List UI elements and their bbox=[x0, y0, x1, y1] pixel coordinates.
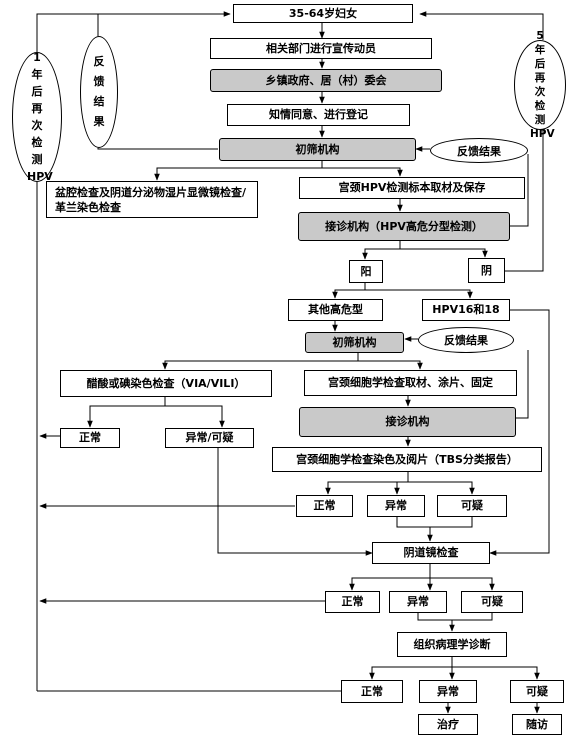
other-high-risk-box: 其他高危型 bbox=[288, 299, 383, 321]
negative-box: 阴 bbox=[468, 258, 505, 283]
colposcopy-normal-box: 正常 bbox=[325, 591, 380, 613]
positive-box: 阳 bbox=[349, 260, 383, 283]
referral-hpv-box: 接诊机构（HPV高危分型检测） bbox=[298, 212, 510, 241]
primary-screening-box-2: 初筛机构 bbox=[305, 332, 404, 353]
pathology-suspicious-box: 可疑 bbox=[510, 680, 564, 703]
colposcopy-box: 阴道镜检查 bbox=[372, 542, 490, 564]
one-year-retest-oval: 1 年 后 再 次 检 测 HPV bbox=[12, 51, 62, 183]
treatment-box: 治疗 bbox=[418, 714, 478, 735]
colposcopy-abnormal-box: 异常 bbox=[389, 591, 447, 613]
via-normal-box: 正常 bbox=[60, 428, 120, 448]
five-year-retest-oval: 5 年 后 再 次 检 测 HPV bbox=[514, 30, 566, 140]
feedback-left-label: 反 馈 结 果 bbox=[93, 55, 105, 128]
pathology-normal-box: 正常 bbox=[341, 680, 403, 703]
gynecologic-exam-box: 盆腔检查及阴道分泌物湿片显微镜检查/革兰染色检查 bbox=[46, 181, 258, 218]
primary-screening-box-1: 初筛机构 bbox=[219, 138, 416, 161]
publicity-box: 相关部门进行宣传动员 bbox=[210, 38, 432, 59]
feedback-oval-2: 反馈结果 bbox=[418, 327, 514, 353]
hpv16-18-box: HPV16和18 bbox=[422, 299, 510, 321]
pathology-box: 组织病理学诊断 bbox=[397, 632, 507, 657]
township-box: 乡镇政府、居（村）委会 bbox=[210, 69, 442, 92]
cytology-suspicious-box: 可疑 bbox=[437, 495, 507, 517]
feedback-oval-1: 反馈结果 bbox=[430, 138, 528, 163]
cytology-report-box: 宫颈细胞学检查染色及阅片（TBS分类报告） bbox=[272, 447, 542, 472]
one-year-retest-label: 1 年 后 再 次 检 测 HPV bbox=[27, 51, 53, 183]
five-year-retest-label: 5 年 后 再 次 检 测 HPV bbox=[530, 30, 555, 140]
consent-box: 知情同意、进行登记 bbox=[227, 104, 410, 126]
cytology-sample-box: 宫颈细胞学检查取材、涂片、固定 bbox=[304, 370, 517, 396]
target-women-box: 35-64岁妇女 bbox=[233, 4, 413, 23]
hpv-sample-box: 宫颈HPV检测标本取材及保存 bbox=[299, 177, 525, 199]
cytology-normal-box: 正常 bbox=[296, 495, 353, 517]
cytology-abnormal-box: 异常 bbox=[367, 495, 425, 517]
pathology-abnormal-box: 异常 bbox=[419, 680, 477, 703]
referral-box-2: 接诊机构 bbox=[299, 407, 516, 437]
follow-up-box: 随访 bbox=[512, 714, 562, 735]
via-vili-box: 醋酸或碘染色检查（VIA/VILI） bbox=[60, 370, 272, 397]
feedback-oval-left: 反 馈 结 果 bbox=[80, 36, 118, 148]
via-abnormal-box: 异常/可疑 bbox=[165, 428, 254, 448]
colposcopy-suspicious-box: 可疑 bbox=[461, 591, 523, 613]
